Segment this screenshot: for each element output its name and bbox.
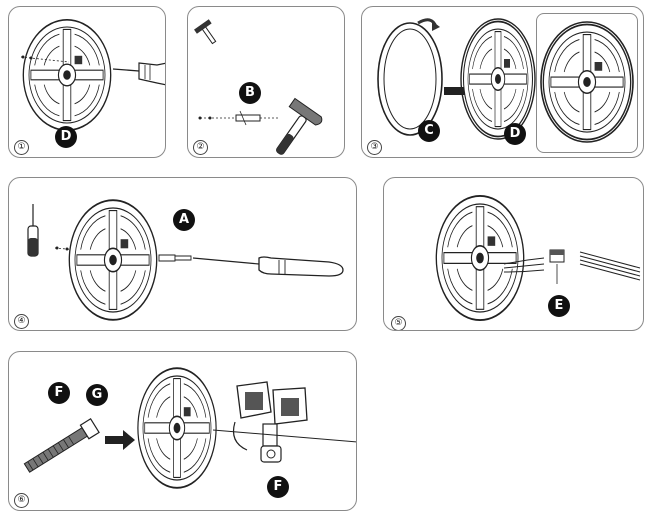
- step-5-illustration: [435, 194, 641, 322]
- callout-label: G: [86, 384, 108, 406]
- step-number: ①: [14, 140, 29, 155]
- step-4-panel: A ④: [8, 177, 357, 331]
- step-1-illustration: [20, 18, 165, 132]
- callout-label: D: [55, 126, 77, 148]
- step-3-panel: C D ③: [361, 6, 644, 158]
- callout-label: C: [418, 120, 440, 142]
- step-6-illustration: [23, 367, 356, 489]
- callout-label: D: [504, 123, 526, 145]
- step-2-illustration: [194, 19, 323, 155]
- callout-label: E: [548, 295, 570, 317]
- result-illustration: [540, 21, 634, 143]
- result-inset: [536, 13, 638, 153]
- step-4-illustration: [27, 199, 344, 321]
- step-number: ③: [367, 140, 382, 155]
- step-number: ⑤: [391, 316, 406, 330]
- step-number: ④: [14, 314, 29, 329]
- step-3-illustration: [377, 18, 536, 140]
- step-number: ⑥: [14, 493, 29, 508]
- step-6-panel: F G F ⑥: [8, 351, 357, 511]
- step-1-panel: D ①: [8, 6, 166, 158]
- step-2-panel: B ②: [187, 6, 345, 158]
- callout-label: F: [48, 382, 70, 404]
- callout-label: A: [173, 209, 195, 231]
- step-number: ②: [193, 140, 208, 155]
- callout-label: F: [267, 476, 289, 498]
- step-5-panel: E ⑤: [383, 177, 644, 331]
- callout-label: B: [239, 82, 261, 104]
